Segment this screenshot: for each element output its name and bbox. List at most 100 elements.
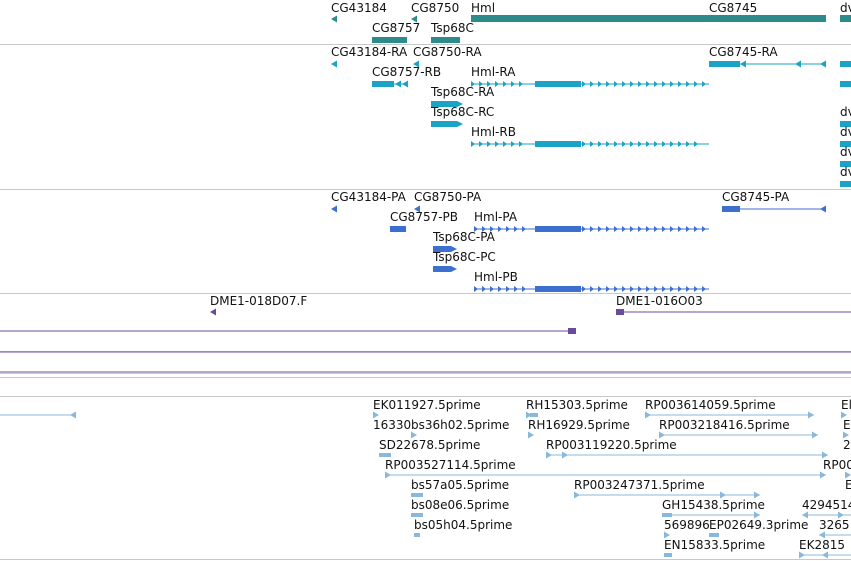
bac-label-dme1-016o03[interactable]: DME1-016O03	[616, 294, 703, 308]
chevron-right-icon	[582, 81, 586, 87]
transcript-exon[interactable]	[840, 61, 851, 67]
transcript-label-dv-4[interactable]: dv	[840, 165, 851, 179]
est-label-2[interactable]: 2	[843, 438, 851, 452]
est-label-569896[interactable]: 569896	[664, 518, 710, 532]
gene-label-cg8750[interactable]: CG8750	[411, 1, 460, 15]
transcript-exon[interactable]	[840, 161, 851, 167]
est-label-bs05h04[interactable]: bs05h04.5prime	[414, 518, 513, 532]
protein-exon[interactable]	[390, 226, 406, 232]
est-label-rp00[interactable]: RP00	[823, 458, 851, 472]
transcript-exon[interactable]	[840, 141, 851, 147]
protein-exon[interactable]	[535, 226, 581, 232]
est-label-16330[interactable]: 16330	[373, 418, 412, 432]
gene-glyph-cg8745[interactable]	[709, 15, 826, 22]
protein-label-cg8757-pb[interactable]: CG8757-PB	[390, 210, 459, 224]
est-label-rp003247371[interactable]: RP003247371.5prime	[574, 478, 705, 492]
transcript-label-tsp68c-rc[interactable]: Tsp68C-RC	[431, 105, 495, 119]
transcript-label-hml-rb[interactable]: Hml-RB	[471, 125, 516, 139]
gene-label-cg43184[interactable]: CG43184	[331, 1, 387, 15]
gene-label-dv[interactable]: dv	[840, 1, 851, 15]
protein-label-cg8750-pa[interactable]: CG8750-PA	[414, 190, 482, 204]
est-block[interactable]	[411, 493, 423, 497]
est-block[interactable]	[530, 413, 538, 417]
protein-label-tsp68c-pc[interactable]: Tsp68C-PC	[433, 250, 496, 264]
protein-exon[interactable]	[722, 206, 740, 212]
est-label-rh16929[interactable]: RH16929.5prime	[528, 418, 630, 432]
est-block[interactable]	[414, 533, 420, 537]
est-label-rh15303[interactable]: RH15303.5prime	[526, 398, 628, 412]
est-block[interactable]	[662, 513, 672, 517]
gene-glyph-cg8757[interactable]	[372, 37, 407, 43]
chevron-right-icon	[670, 286, 674, 292]
chevron-right-icon	[614, 81, 618, 87]
triangle-right-icon	[720, 491, 726, 499]
protein-label-cg43184-pa[interactable]: CG43184-PA	[331, 190, 406, 204]
est-label-el-1[interactable]: El	[841, 398, 851, 412]
transcript-label-tsp68c-ra[interactable]: Tsp68C-RA	[431, 85, 495, 99]
transcript-label-cg8750-ra[interactable]: CG8750-RA	[413, 45, 482, 59]
transcript-exon[interactable]	[840, 121, 851, 127]
transcript-exon[interactable]	[840, 81, 851, 87]
est-label-bs57a05[interactable]: bs57a05.5prime	[411, 478, 510, 492]
est-label-3265[interactable]: 3265	[819, 518, 850, 532]
bac-clone-end[interactable]	[568, 328, 576, 334]
protein-label-tsp68c-pa[interactable]: Tsp68C-PA	[433, 230, 495, 244]
protein-exon[interactable]	[433, 266, 451, 272]
protein-exon[interactable]	[433, 246, 451, 252]
chevron-right-icon	[590, 226, 594, 232]
transcript-exon[interactable]	[431, 121, 457, 127]
gene-glyph-dv[interactable]	[840, 15, 851, 22]
transcript-exon[interactable]	[535, 141, 581, 147]
est-label-rp003614059[interactable]: RP003614059.5prime	[645, 398, 776, 412]
est-block[interactable]	[379, 453, 391, 457]
protein-exon[interactable]	[535, 286, 581, 292]
triangle-left-icon	[413, 60, 419, 68]
transcript-label-cg8745-ra[interactable]: CG8745-RA	[709, 45, 778, 59]
est-label-ek011927[interactable]: EK011927.5prime	[373, 398, 481, 412]
est-label-4294514[interactable]: 4294514	[802, 498, 851, 512]
transcript-exon[interactable]	[840, 181, 851, 187]
est-label-rp003119220[interactable]: RP003119220.5prime	[546, 438, 677, 452]
chevron-right-icon	[694, 226, 698, 232]
est-block[interactable]	[709, 533, 719, 537]
transcript-label-dv-2[interactable]: dv	[840, 125, 851, 139]
protein-label-hml-pb[interactable]: Hml-PB	[474, 270, 518, 284]
est-block[interactable]	[664, 553, 672, 557]
est-label-ek2815[interactable]: EK2815	[799, 538, 845, 552]
est-label-rp003527114[interactable]: RP003527114.5prime	[385, 458, 516, 472]
est-label-e[interactable]: E	[845, 478, 851, 492]
transcript-exon[interactable]	[535, 81, 581, 87]
transcript-label-dv-1[interactable]: dv	[840, 105, 851, 119]
est-label-bs36h02[interactable]: bs36h02.5prime	[411, 418, 510, 432]
gene-glyph-tsp68c[interactable]	[431, 37, 460, 43]
est-label-bs08e06[interactable]: bs08e06.5prime	[411, 498, 510, 512]
est-label-gh15438[interactable]: GH15438.5prime	[662, 498, 765, 512]
transcript-label-dv-3[interactable]: dv	[840, 145, 851, 159]
triangle-right-icon	[645, 411, 651, 419]
gene-label-cg8745[interactable]: CG8745	[709, 1, 758, 15]
est-label-el-2[interactable]: El	[843, 418, 851, 432]
gene-label-tsp68c[interactable]: Tsp68C	[431, 21, 474, 35]
est-block[interactable]	[411, 513, 423, 517]
triangle-left-icon	[395, 80, 401, 88]
bac-clone-end[interactable]	[616, 309, 624, 315]
chevron-right-icon	[506, 226, 510, 232]
gene-label-cg8757[interactable]: CG8757	[372, 21, 421, 35]
protein-label-hml-pa[interactable]: Hml-PA	[474, 210, 518, 224]
protein-label-cg8745-pa[interactable]: CG8745-PA	[722, 190, 790, 204]
chevron-right-icon	[590, 286, 594, 292]
transcript-label-cg43184-ra[interactable]: CG43184-RA	[331, 45, 408, 59]
transcript-label-cg8757-rb[interactable]: CG8757-RB	[372, 65, 442, 79]
est-label-en15833[interactable]: EN15833.5prime	[664, 538, 766, 552]
bac-label-dme1-018d07f[interactable]: DME1-018D07.F	[210, 294, 308, 308]
est-label-rp003218416[interactable]: RP003218416.5prime	[659, 418, 790, 432]
triangle-right-icon	[754, 511, 760, 519]
est-label-ep02649[interactable]: EP02649.3prime	[709, 518, 809, 532]
transcript-exon[interactable]	[709, 61, 740, 67]
gene-glyph-hml[interactable]	[471, 15, 709, 22]
transcript-exon[interactable]	[431, 101, 457, 107]
transcript-label-hml-ra[interactable]: Hml-RA	[471, 65, 516, 79]
chevron-right-icon	[702, 226, 706, 232]
gene-label-hml[interactable]: Hml	[471, 1, 496, 15]
est-label-sd22678[interactable]: SD22678.5prime	[379, 438, 481, 452]
